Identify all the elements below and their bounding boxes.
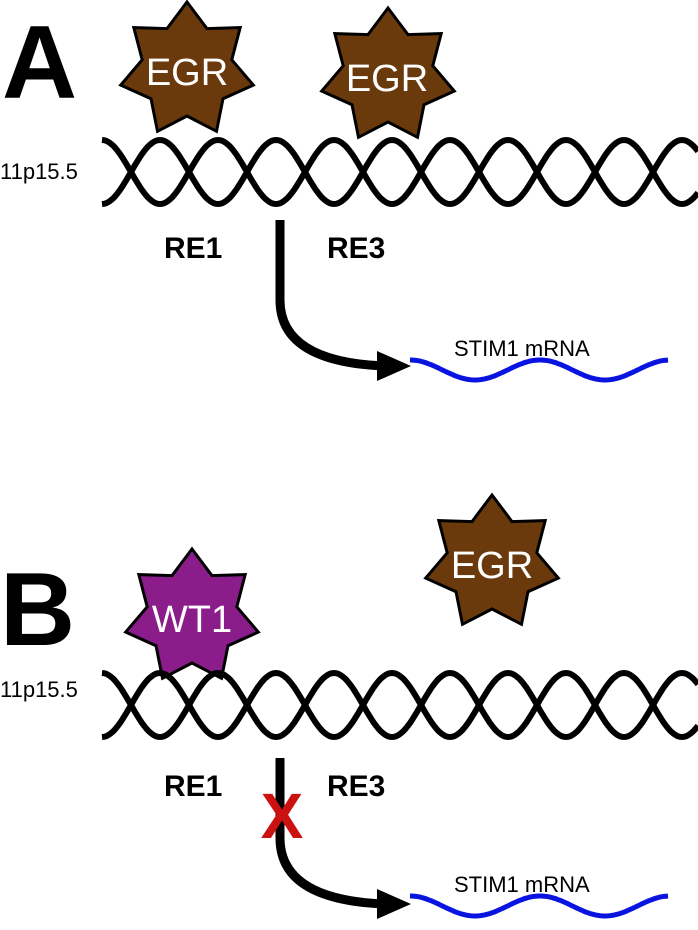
chromosome-locus-label: 11p15.5 xyxy=(0,159,78,184)
stim1-mrna-wave xyxy=(410,893,669,919)
dna-strand-2 xyxy=(101,669,698,741)
wt1-star xyxy=(123,546,261,681)
re1-label: RE1 xyxy=(164,232,222,265)
panel-b-letter: B xyxy=(0,552,75,668)
block-x-icon: X xyxy=(261,780,304,852)
egr-star-unbound-label: EGR xyxy=(451,545,533,587)
egr-star-1 xyxy=(118,0,256,134)
blocked-transcription-arrowhead xyxy=(377,889,411,919)
panel-a-letter: A xyxy=(2,5,77,121)
egr-star-1-label: EGR xyxy=(146,52,228,94)
re3-label: RE3 xyxy=(327,232,385,265)
re1-label: RE1 xyxy=(164,770,222,803)
dna-strand-1 xyxy=(101,136,698,208)
transcription-arrow xyxy=(275,220,386,371)
dna-strand-2 xyxy=(101,136,698,208)
egr-star-unbound xyxy=(423,492,561,627)
chromosome-locus-label: 11p15.5 xyxy=(0,677,78,702)
egr-star-2 xyxy=(319,5,457,140)
egr-star-2-label: EGR xyxy=(346,58,428,100)
dna-strand-1 xyxy=(101,669,698,741)
re3-label: RE3 xyxy=(327,770,385,803)
transcription-arrowhead xyxy=(377,351,411,381)
stim1-mrna-label: STIM1 mRNA xyxy=(454,336,590,361)
blocked-transcription-arrow xyxy=(275,758,386,909)
stim1-mrna-wave xyxy=(410,357,669,383)
wt1-star-label: WT1 xyxy=(152,599,232,641)
stim1-mrna-label: STIM1 mRNA xyxy=(454,872,590,897)
panel-a: A EGR EGR 11p15.5 RE1 RE3 STIM1 mRNA xyxy=(0,0,698,383)
panel-b: B WT1 EGR 11p15.5 RE1 RE3 X STIM1 mRNA xyxy=(0,492,698,919)
